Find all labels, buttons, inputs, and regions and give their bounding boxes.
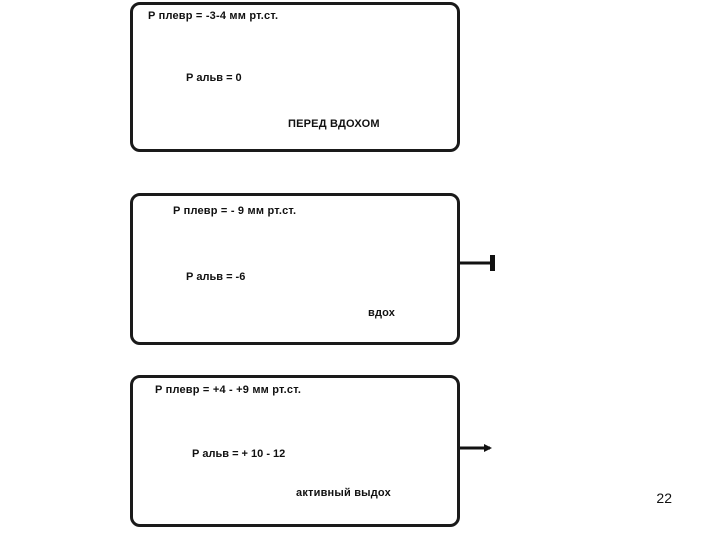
pleural-pressure-label-3: P плевр = +4 - +9 мм рт.ст.: [155, 384, 302, 396]
phase-label-1: ПЕРЕД ВДОХОМ: [288, 118, 380, 130]
panel-inhale: [130, 193, 460, 345]
inflow-arrow-tail: [490, 255, 495, 271]
panel-active-exhale: [130, 375, 460, 527]
alveolar-pressure-label-3: Р альв = + 10 - 12: [192, 448, 286, 460]
page-number: 22: [656, 490, 672, 506]
phase-label-2: вдох: [368, 307, 396, 319]
panel-before-inhale: [130, 2, 460, 152]
pleural-pressure-label-1: P плевр = -3-4 мм рт.ст.: [148, 10, 279, 22]
alveolar-pressure-label-1: Р альв = 0: [186, 72, 242, 84]
pleural-pressure-label-2: P плевр = - 9 мм рт.ст.: [173, 205, 297, 217]
alveolar-pressure-label-2: Р альв = -6: [186, 271, 246, 283]
phase-label-3: активный выдох: [296, 487, 391, 499]
